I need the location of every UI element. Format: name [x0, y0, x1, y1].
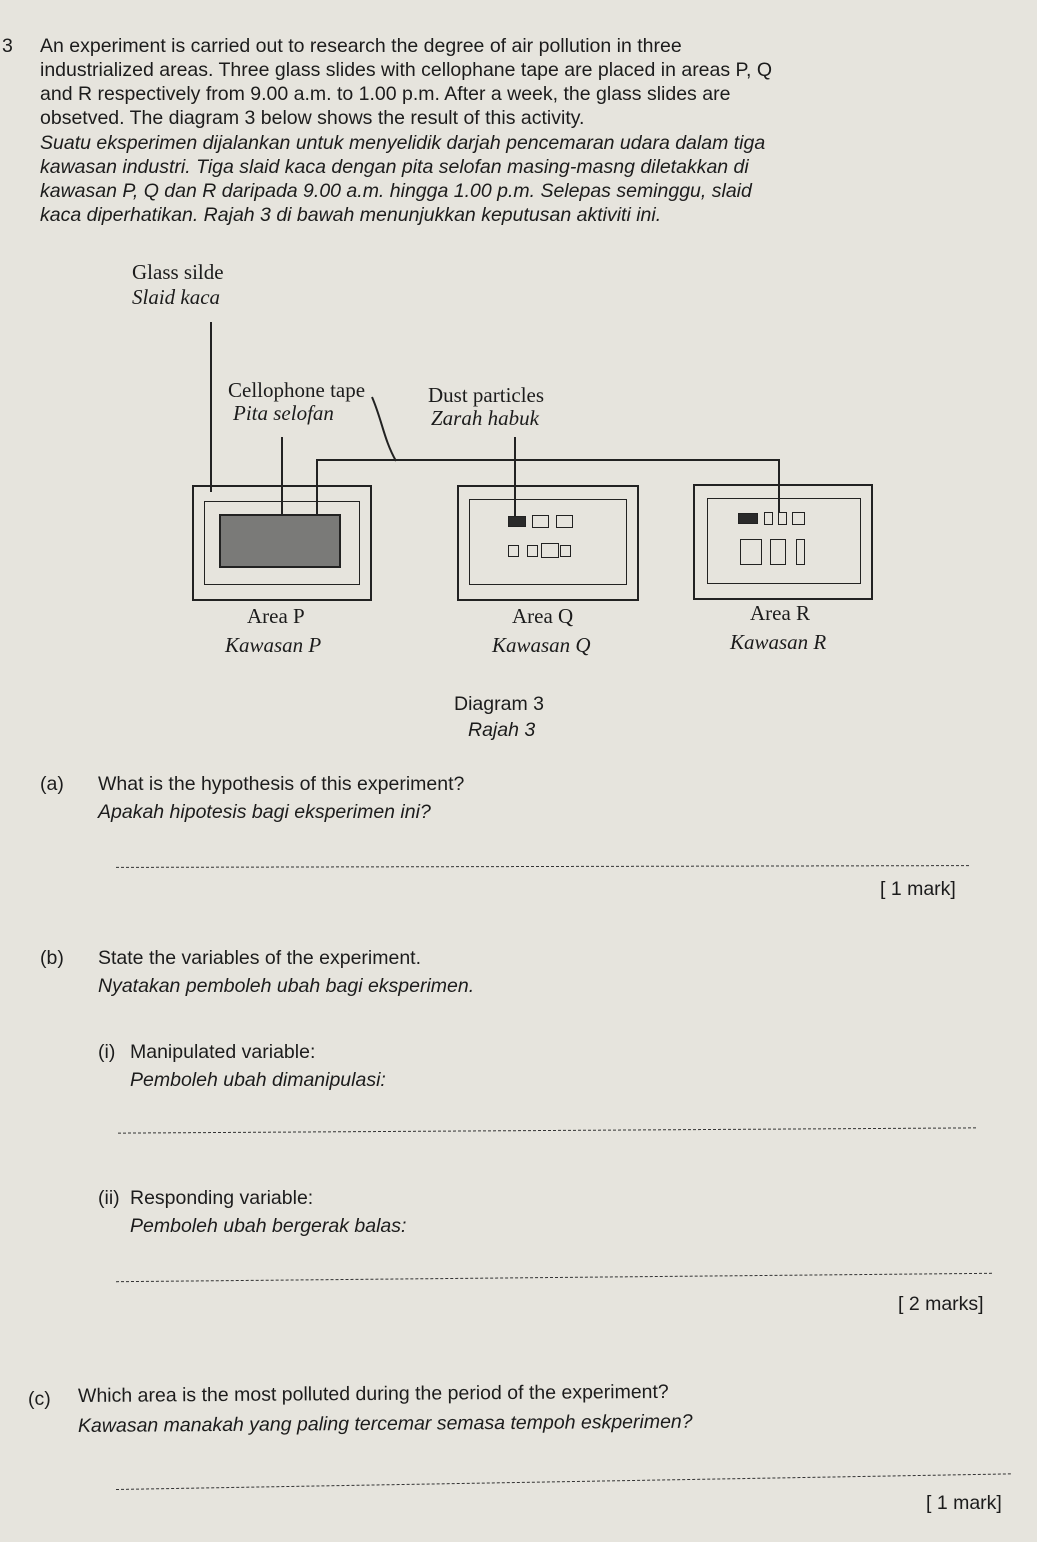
intro-en-line-1: An experiment is carried out to research… — [40, 35, 682, 57]
part-b-question-ms: Nyatakan pemboleh ubah bagi eksperimen. — [98, 975, 475, 997]
part-c-answer-line[interactable] — [115, 1473, 1011, 1490]
part-a-answer-line[interactable] — [115, 865, 970, 868]
dust-label-ms: Zarah habuk — [431, 406, 539, 430]
area-q-label-ms: Kawasan Q — [492, 633, 591, 657]
area-r-label: Area R — [750, 601, 811, 625]
dust-particle — [532, 515, 549, 528]
glass-slide-r — [693, 484, 873, 600]
part-c-question-ms: Kawasan manakah yang paling tercemar sem… — [77, 1410, 693, 1437]
area-r-label-ms: Kawasan R — [730, 630, 827, 654]
dust-label: Dust particles — [428, 383, 545, 407]
part-a-marks: [ 1 mark] — [880, 878, 956, 900]
part-b-ii-label: (ii) — [98, 1187, 120, 1209]
part-a-question: What is the hypothesis of this experimen… — [98, 773, 465, 795]
diagram-caption: Diagram 3 — [454, 693, 544, 715]
glass-slide-label: Glass silde — [132, 260, 224, 284]
area-p-label: Area P — [247, 604, 305, 628]
dust-pointer-mid — [514, 437, 516, 517]
dust-particle — [541, 543, 559, 558]
area-p-label-ms: Kawasan P — [225, 633, 322, 657]
intro-ms-line-2: kawasan industri. Tiga slaid kaca dengan… — [40, 156, 749, 178]
dust-film-p — [219, 514, 341, 568]
intro-en-line-2: industrialized areas. Three glass slides… — [40, 59, 773, 81]
dust-pointer-right — [778, 459, 780, 514]
part-b-question: State the variables of the experiment. — [98, 947, 422, 969]
dust-particle — [770, 539, 786, 565]
tape-label-ms: Pita selofan — [233, 401, 334, 425]
part-b-ii-answer-line[interactable] — [116, 1272, 992, 1283]
part-b-ii-text-ms: Pemboleh ubah bergerak balas: — [130, 1215, 407, 1237]
intro-ms-line-4: kaca diperhatikan. Rajah 3 di bawah menu… — [40, 204, 662, 226]
glass-slide-p — [192, 485, 372, 601]
glass-slide-pointer — [210, 322, 212, 492]
tape-r — [707, 498, 861, 584]
dust-particle — [764, 512, 773, 525]
part-c-marks: [ 1 mark] — [926, 1492, 1002, 1514]
part-c-question: Which area is the most polluted during t… — [77, 1380, 669, 1407]
dust-particle — [738, 513, 758, 524]
part-b-i-answer-line[interactable] — [118, 1127, 976, 1134]
part-a-question-ms: Apakah hipotesis bagi eksperimen ini? — [98, 801, 431, 823]
intro-ms-line-1: Suatu eksperimen dijalankan untuk menyel… — [40, 132, 766, 154]
dust-particle — [796, 539, 805, 565]
dust-pointer-top — [316, 459, 780, 461]
area-q-label: Area Q — [512, 604, 574, 628]
part-b-i-text: Manipulated variable: — [130, 1041, 316, 1063]
part-c-label: (c) — [28, 1388, 51, 1410]
tape-pointer-vertical — [281, 437, 283, 517]
part-b-ii-text: Responding variable: — [130, 1187, 314, 1209]
dust-particle — [740, 539, 762, 565]
tape-q — [469, 499, 627, 585]
part-b-marks: [ 2 marks] — [898, 1293, 984, 1315]
tape-curve-pointer — [371, 396, 397, 462]
part-b-label: (b) — [40, 947, 64, 969]
intro-ms-line-3: kawasan P, Q dan R daripada 9.00 a.m. hi… — [40, 180, 752, 202]
dust-particle — [508, 545, 519, 557]
intro-en-line-3: and R respectively from 9.00 a.m. to 1.0… — [40, 83, 731, 105]
dust-particle — [560, 545, 571, 557]
dust-particle — [792, 512, 805, 525]
part-b-i-text-ms: Pemboleh ubah dimanipulasi: — [130, 1069, 386, 1091]
glass-slide-label-ms: Slaid kaca — [132, 285, 221, 309]
dust-particle — [508, 516, 526, 527]
dust-particle — [527, 545, 538, 557]
tape-label: Cellophone tape — [228, 378, 366, 402]
question-number: 3 — [2, 35, 13, 57]
glass-slide-q — [457, 485, 639, 601]
part-a-label: (a) — [40, 773, 64, 795]
part-b-i-label: (i) — [98, 1041, 116, 1063]
intro-en-line-4: obsetved. The diagram 3 below shows the … — [40, 107, 585, 129]
tape-p — [204, 501, 360, 585]
dust-particle — [778, 512, 787, 525]
dust-particle — [556, 515, 573, 528]
diagram-caption-ms: Rajah 3 — [468, 719, 536, 741]
